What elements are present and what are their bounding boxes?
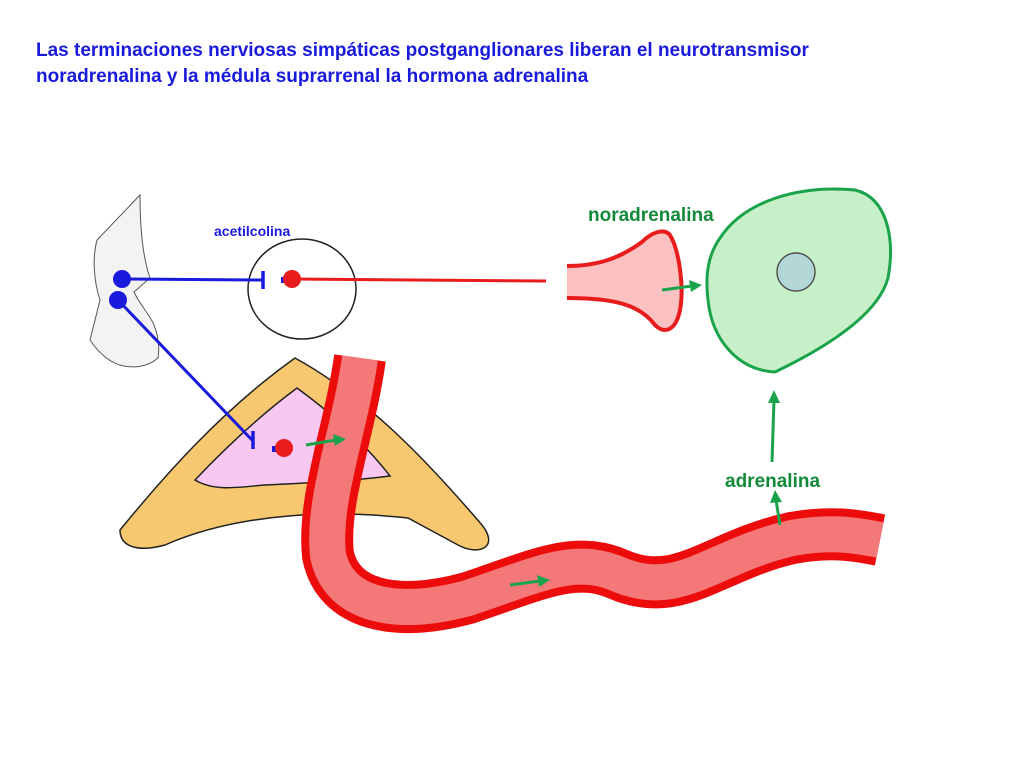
diagram-title: Las terminaciones nerviosas simpáticas p… bbox=[36, 38, 996, 90]
title-line-1: Las terminaciones nerviosas simpáticas p… bbox=[36, 40, 809, 61]
preganglionic-neuron-body bbox=[109, 291, 127, 309]
receptor-mark bbox=[272, 446, 276, 452]
cell-nucleus bbox=[776, 252, 816, 292]
label-acetilcolina: acetilcolina bbox=[214, 223, 290, 239]
nerve-terminal bbox=[567, 231, 682, 330]
adrenalina-to-cell-arrow bbox=[768, 390, 780, 463]
nerve-terminal-outline bbox=[566, 229, 684, 332]
blood-vessel-lumen bbox=[309, 355, 884, 625]
receptor-mark bbox=[281, 277, 285, 283]
chromaffin-cell bbox=[275, 439, 293, 457]
label-adrenalina: adrenalina bbox=[725, 471, 820, 492]
noradrenalina-release-arrow bbox=[661, 280, 702, 292]
postganglionic-axon bbox=[291, 277, 547, 283]
sympathetic-ganglion bbox=[247, 238, 357, 340]
postganglionic-neuron-body bbox=[283, 270, 301, 288]
title-line-2: noradrenalina y la médula suprarrenal la… bbox=[36, 66, 589, 87]
adrenalina-secretion-arrow bbox=[305, 434, 346, 447]
bloodflow-arrow bbox=[509, 575, 550, 587]
preganglionic-axon-ganglion bbox=[121, 277, 263, 282]
preganglionic-axon-adrenal bbox=[116, 298, 254, 442]
label-noradrenalina: noradrenalina bbox=[588, 205, 714, 226]
adrenalina-exit-vessel-arrow bbox=[770, 490, 782, 526]
preganglionic-neuron-body bbox=[113, 270, 131, 288]
